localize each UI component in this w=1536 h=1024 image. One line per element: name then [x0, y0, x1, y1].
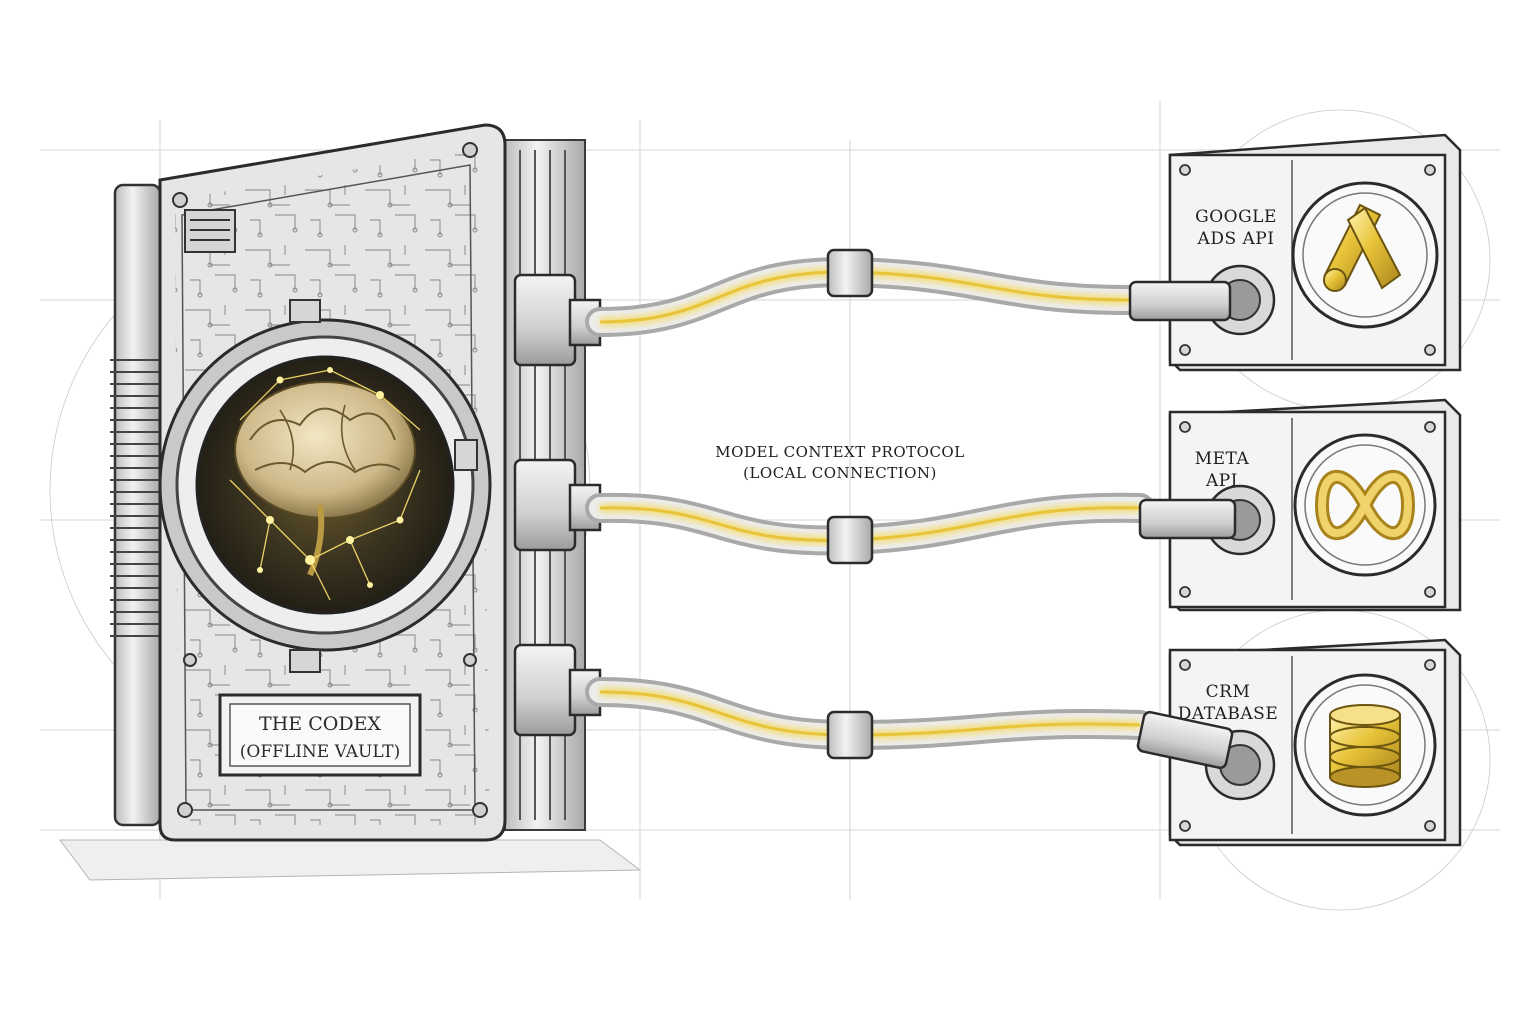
- google-ads-icon: [1291, 181, 1439, 329]
- meta-connector: [1138, 484, 1276, 556]
- crm-connector: [1136, 710, 1276, 801]
- meta-label-line1: META: [1195, 449, 1250, 469]
- endpoint-panel-crm: CRM DATABASE: [1136, 638, 1462, 847]
- vault-title-plate: THE CODEX (OFFLINE VAULT): [218, 693, 422, 777]
- crm-label-line2: DATABASE: [1178, 704, 1279, 724]
- protocol-title: MODEL CONTEXT PROTOCOL: [715, 443, 964, 461]
- endpoint-panel-google-ads: GOOGLE ADS API: [1128, 133, 1462, 372]
- meta-label-line2: API: [1205, 471, 1238, 491]
- meta-infinity-icon: [1293, 433, 1437, 577]
- cable-google-ads: [585, 248, 1145, 337]
- database-icon: [1293, 673, 1437, 817]
- vault-subtitle: (OFFLINE VAULT): [240, 742, 400, 762]
- spine-coil: [110, 359, 165, 637]
- cable-crm: [585, 677, 1155, 760]
- endpoint-panel-meta: META API: [1138, 398, 1462, 612]
- floor-grid: [59, 839, 642, 881]
- protocol-label: MODEL CONTEXT PROTOCOL (LOCAL CONNECTION…: [715, 443, 964, 482]
- google-ads-connector: [1128, 264, 1276, 336]
- brain-icon: [234, 381, 416, 577]
- protocol-subtitle: (LOCAL CONNECTION): [743, 464, 937, 482]
- rivets: [172, 142, 488, 818]
- google-ads-label-line2: ADS API: [1197, 229, 1275, 249]
- brain-porthole: [158, 299, 492, 673]
- google-ads-label-line1: GOOGLE: [1195, 207, 1277, 227]
- cable-meta: [585, 492, 1155, 565]
- mcp-cables: [585, 248, 1155, 760]
- vault-title: THE CODEX: [259, 713, 381, 735]
- top-vent: [184, 209, 236, 253]
- crm-label-line1: CRM: [1206, 682, 1251, 702]
- codex-vault: THE CODEX (OFFLINE VAULT): [59, 123, 642, 881]
